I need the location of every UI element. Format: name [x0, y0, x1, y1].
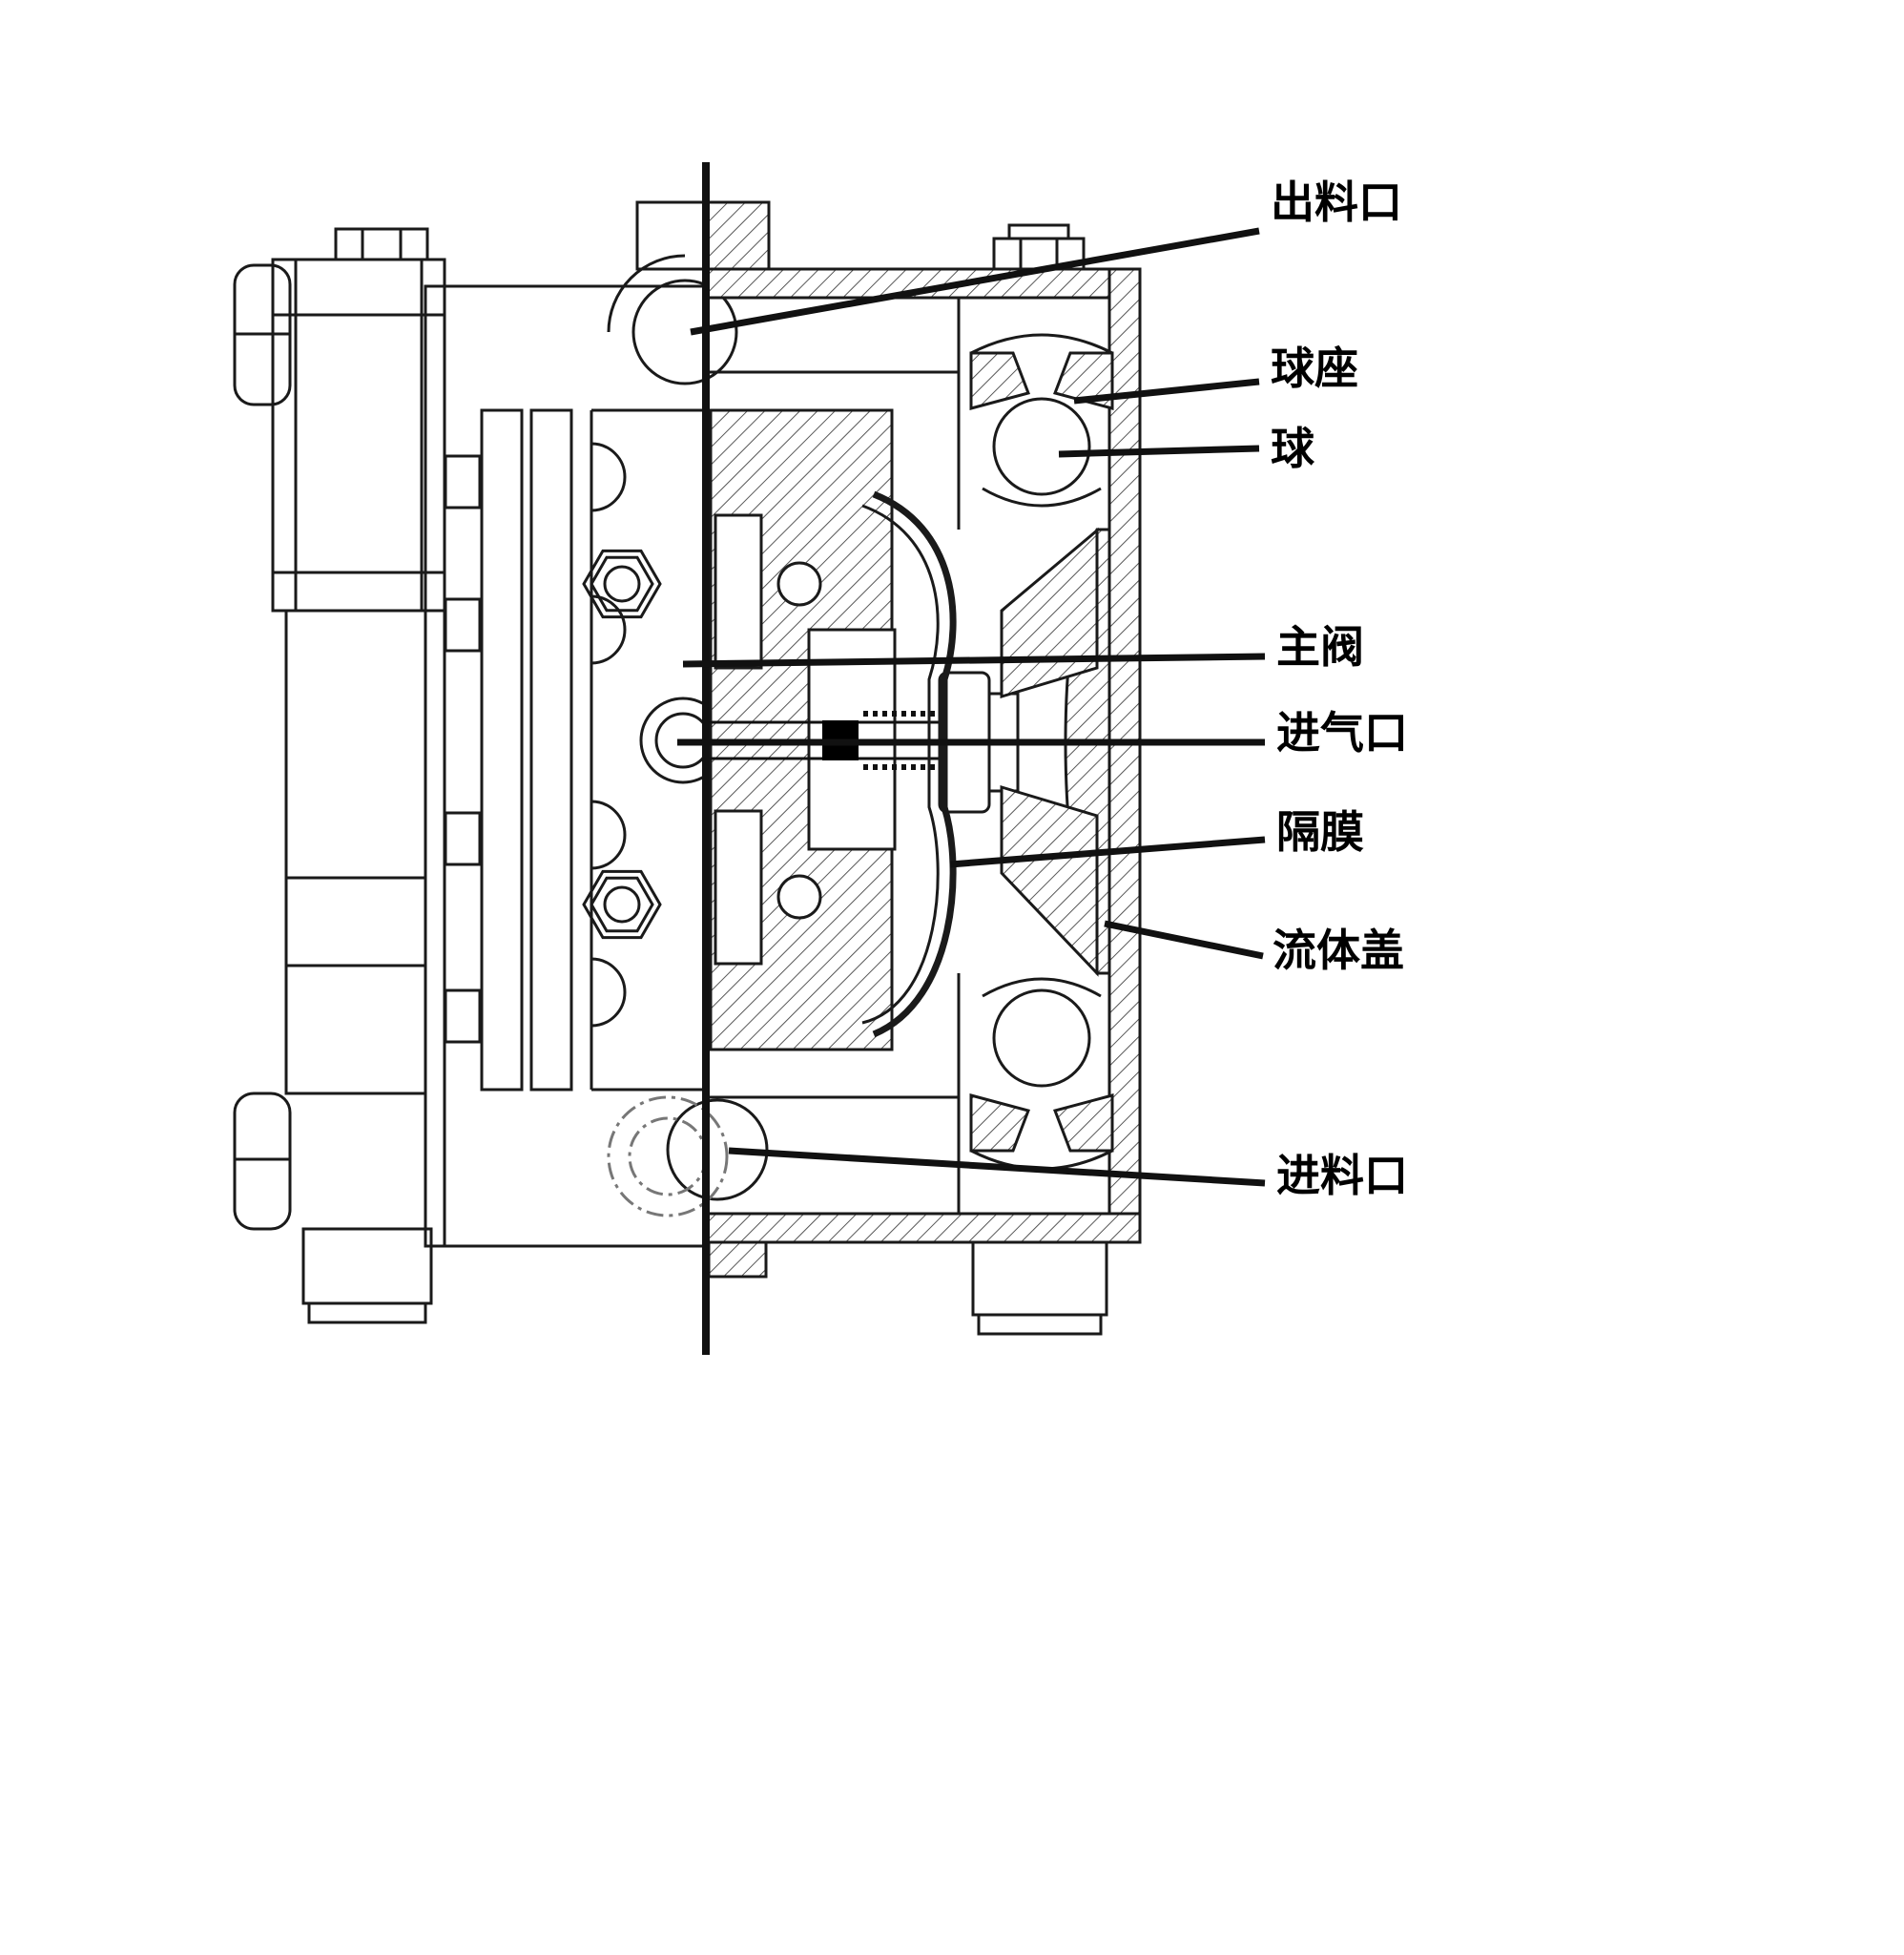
label-air-inlet: 进气口 — [1276, 707, 1408, 759]
upper-ball — [992, 397, 1091, 496]
leader-diaphragm — [949, 836, 1266, 868]
leader-inlet-port — [728, 1147, 1266, 1187]
air-cylinder — [271, 258, 446, 613]
flow-channels — [706, 298, 961, 1214]
hex-bolt-lower — [582, 869, 662, 940]
lower-ball — [992, 988, 1091, 1088]
leader-outlet-port — [690, 227, 1260, 336]
label-main-valve: 主阀 — [1276, 621, 1364, 673]
pump-center-body — [424, 284, 708, 1248]
label-ball-seat: 球座 — [1271, 343, 1358, 394]
part-labels: 出料口 球座 球 主阀 进气口 隔膜 流体盖 进料口 — [1271, 177, 1408, 1201]
left-exterior-view — [233, 200, 769, 1324]
upper-check-valve — [969, 333, 1114, 508]
label-diaphragm: 隔膜 — [1276, 806, 1364, 858]
label-outlet-port: 出料口 — [1271, 177, 1402, 228]
leader-lines — [677, 227, 1266, 1187]
leader-fluid-cover — [1104, 920, 1264, 960]
left-mid-block — [284, 609, 427, 1095]
diaphragm-membrane — [861, 490, 957, 1038]
hex-bolt-upper — [582, 549, 662, 619]
lower-check-valve — [969, 977, 1114, 1171]
leader-ball — [1058, 445, 1260, 458]
fluid-cover-section — [1000, 527, 1111, 977]
left-clamp-bands — [233, 263, 292, 1231]
label-inlet-port: 进料口 — [1276, 1150, 1408, 1201]
label-fluid-cover: 流体盖 — [1273, 925, 1404, 976]
left-foot — [301, 1227, 433, 1324]
leader-ball-seat — [1073, 378, 1260, 405]
leader-main-valve — [682, 653, 1266, 668]
right-foot — [971, 1240, 1108, 1336]
label-ball: 球 — [1271, 423, 1315, 474]
top-cap — [334, 227, 429, 261]
